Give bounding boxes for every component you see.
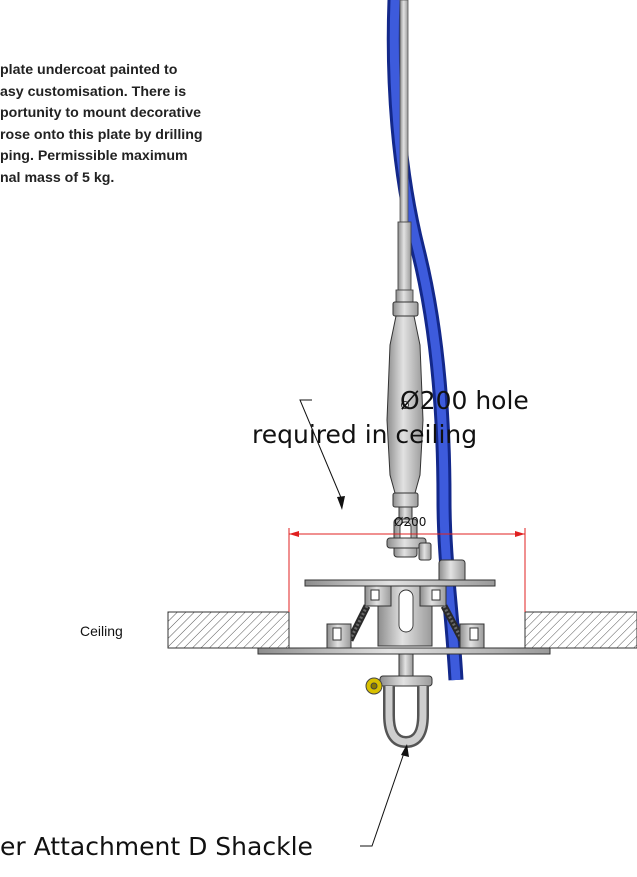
description-note: plate undercoat painted to asy customisa… [0,60,300,190]
note-line: ping. Permissible maximum [0,148,188,165]
note-line: portunity to mount decorative [0,105,201,122]
pin-head [418,542,432,561]
note-line: rose onto this plate by drilling [0,126,203,143]
lower-nut [392,492,419,508]
note-line: nal mass of 5 kg. [0,169,115,186]
wire-rope [399,0,409,226]
bottom-plate [257,647,551,655]
hole-label-line2: required in ceiling [252,420,478,449]
ceiling-left [167,611,290,649]
turnbuckle-hole [401,401,409,409]
ceiling-right [524,611,637,649]
spring-clamp-left [326,585,392,649]
shackle-label: er Attachment D Shackle [0,832,313,861]
hole-leader [299,399,345,510]
hub-slot [398,589,414,633]
upper-nut [392,301,419,317]
yellow-pin-head [365,677,383,695]
hole-label-line1: Ø200 hole [400,386,529,415]
dimension-label: Ø200 [394,515,427,529]
shackle-stem [398,653,414,677]
spring-clamp-right [419,585,485,649]
shackle-leader [360,744,409,847]
swage-collar [395,289,414,303]
top-plate [304,579,496,587]
dimension-line [288,528,526,612]
ceiling-label: Ceiling [80,623,123,639]
shackle-pin [379,675,433,687]
note-line: asy customisation. There is [0,83,187,100]
note-line: plate undercoat painted to [0,62,178,78]
